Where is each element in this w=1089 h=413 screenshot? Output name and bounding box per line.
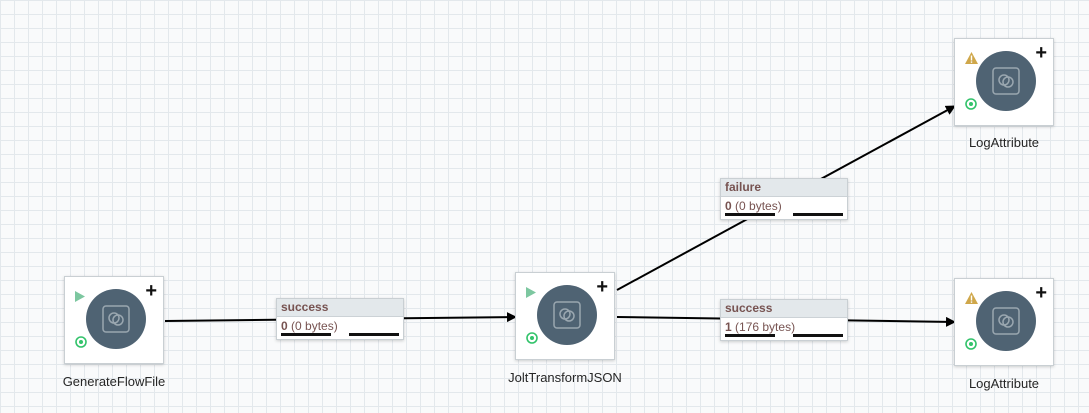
processor-icon (86, 289, 146, 349)
connection-queued: 1 (176 bytes) (721, 319, 847, 336)
queue-count-bar (725, 334, 775, 337)
play-icon (526, 285, 536, 303)
add-icon[interactable]: + (1035, 42, 1047, 64)
connection-queued: 0 (0 bytes) (277, 318, 403, 335)
processor-label: LogAttribute (968, 376, 1040, 391)
processor-icon (976, 51, 1036, 111)
queued-count: 0 (725, 199, 732, 213)
queue-size-bar (793, 334, 843, 337)
queue-count-bar (281, 333, 331, 336)
processor-label: GenerateFlowFile (62, 374, 166, 389)
queue-bars (281, 333, 399, 336)
processor-label: JoltTransformJSON (508, 370, 622, 385)
queue-count-bar (725, 213, 775, 216)
processor-icon (537, 285, 597, 345)
queued-count: 0 (281, 319, 288, 333)
processor-label: LogAttribute (968, 135, 1040, 150)
add-icon[interactable]: + (145, 280, 157, 302)
connection-failure[interactable]: failure 0 (0 bytes) (720, 178, 848, 220)
queue-size-bar (349, 333, 399, 336)
connection-relationship: success (721, 300, 847, 318)
processor-generateflowfile[interactable]: + (64, 276, 164, 364)
processor-jolttransformjson[interactable]: + (515, 272, 615, 360)
add-icon[interactable]: + (596, 276, 608, 298)
queued-size: (0 bytes) (291, 319, 338, 333)
warning-icon (965, 291, 978, 309)
connection-relationship: failure (721, 179, 847, 197)
processor-icon (976, 291, 1036, 351)
queue-bars (725, 213, 843, 216)
queue-bars (725, 334, 843, 337)
connection-success-2[interactable]: success 1 (176 bytes) (720, 299, 848, 341)
connection-success-1[interactable]: success 0 (0 bytes) (276, 298, 404, 340)
queued-size: (176 bytes) (735, 320, 796, 334)
bulletin-icon (965, 97, 977, 115)
processor-logattribute-bottom[interactable]: + (954, 278, 1054, 366)
warning-icon (965, 51, 978, 69)
bulletin-icon (526, 331, 538, 349)
add-icon[interactable]: + (1035, 282, 1047, 304)
queue-size-bar (793, 213, 843, 216)
bulletin-icon (965, 337, 977, 355)
processor-logattribute-top[interactable]: + (954, 38, 1054, 126)
play-icon (75, 289, 85, 307)
bulletin-icon (75, 335, 87, 353)
queued-size: (0 bytes) (735, 199, 782, 213)
connection-relationship: success (277, 299, 403, 317)
queued-count: 1 (725, 320, 732, 334)
connection-queued: 0 (0 bytes) (721, 198, 847, 215)
